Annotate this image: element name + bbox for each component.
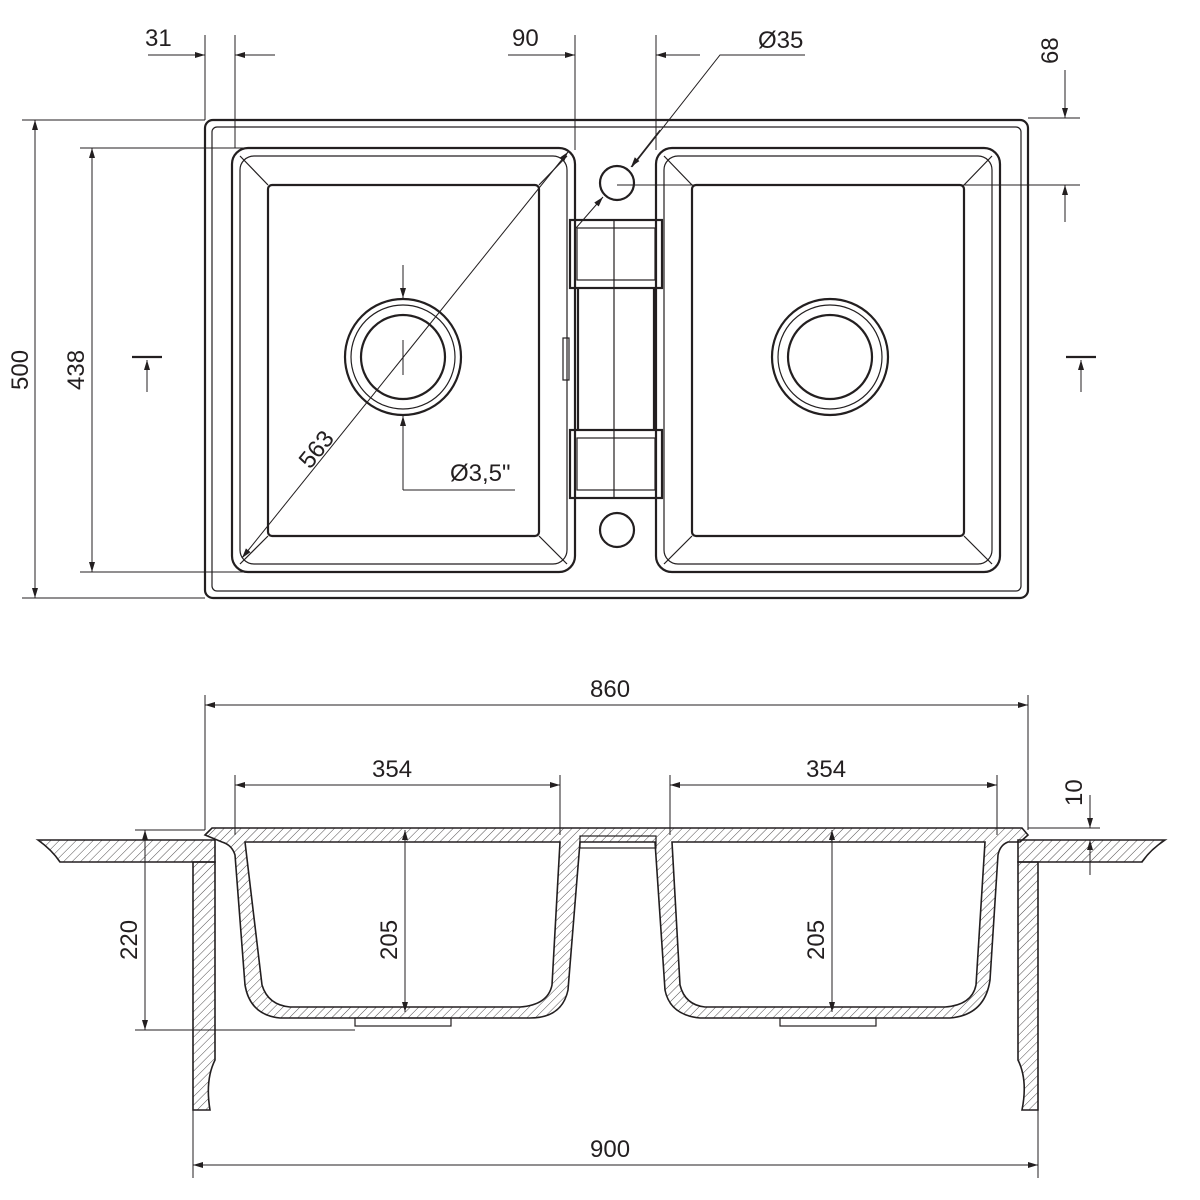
right-drain-section xyxy=(779,1017,877,1027)
dim-438: 438 xyxy=(63,147,260,573)
dim-10: 10 xyxy=(1028,779,1100,875)
dim-31: 31 xyxy=(145,25,275,148)
dim-68: 68 xyxy=(617,37,1080,222)
svg-text:68: 68 xyxy=(1037,37,1064,64)
svg-text:438: 438 xyxy=(63,350,90,390)
svg-text:Ø35: Ø35 xyxy=(758,27,803,54)
dim-205-right: 205 xyxy=(803,830,835,1012)
countertop-left xyxy=(35,839,216,863)
dim-900: 900 xyxy=(192,1110,1039,1178)
svg-text:10: 10 xyxy=(1061,779,1088,806)
dim-500: 500 xyxy=(7,119,205,599)
svg-text:31: 31 xyxy=(145,25,172,52)
sink-body-section xyxy=(203,827,1030,1019)
cabinet-wall-right xyxy=(1017,861,1039,1111)
dim-tap-hole: Ø35 xyxy=(575,27,805,229)
svg-text:900: 900 xyxy=(590,1136,630,1163)
section-marker-left xyxy=(132,355,162,392)
top-view: 31 90 Ø35 68 500 xyxy=(7,25,1096,600)
svg-text:500: 500 xyxy=(7,350,34,390)
right-bowl xyxy=(654,146,1002,574)
svg-text:205: 205 xyxy=(803,920,830,960)
svg-text:90: 90 xyxy=(512,25,539,52)
dim-354-left: 354 xyxy=(234,756,561,835)
middle-strip xyxy=(562,164,664,549)
svg-text:860: 860 xyxy=(590,676,630,703)
section-marker-right xyxy=(1066,355,1096,392)
svg-text:Ø3,5": Ø3,5" xyxy=(450,460,511,487)
dim-205-left: 205 xyxy=(376,830,408,1012)
overflow-hole xyxy=(598,511,636,549)
svg-text:220: 220 xyxy=(116,920,143,960)
right-drain xyxy=(770,297,890,417)
tap-hole xyxy=(598,164,636,202)
dim-354-right: 354 xyxy=(669,756,998,835)
dim-220: 220 xyxy=(116,829,355,1031)
cabinet-wall-left xyxy=(192,861,216,1111)
left-drain xyxy=(343,297,463,417)
dim-90: 90 xyxy=(508,25,700,150)
svg-text:563: 563 xyxy=(294,426,340,474)
dim-860: 860 xyxy=(204,676,1029,830)
svg-text:354: 354 xyxy=(806,756,846,783)
dim-drain: Ø3,5" xyxy=(400,265,515,491)
section-view: 860 354 354 10 220 205 xyxy=(35,676,1168,1178)
svg-text:354: 354 xyxy=(372,756,412,783)
countertop-right xyxy=(1017,839,1168,863)
dim-563: 563 xyxy=(241,151,569,559)
left-drain-section xyxy=(354,1017,452,1027)
svg-text:205: 205 xyxy=(376,920,403,960)
sink-outline xyxy=(203,118,1030,600)
